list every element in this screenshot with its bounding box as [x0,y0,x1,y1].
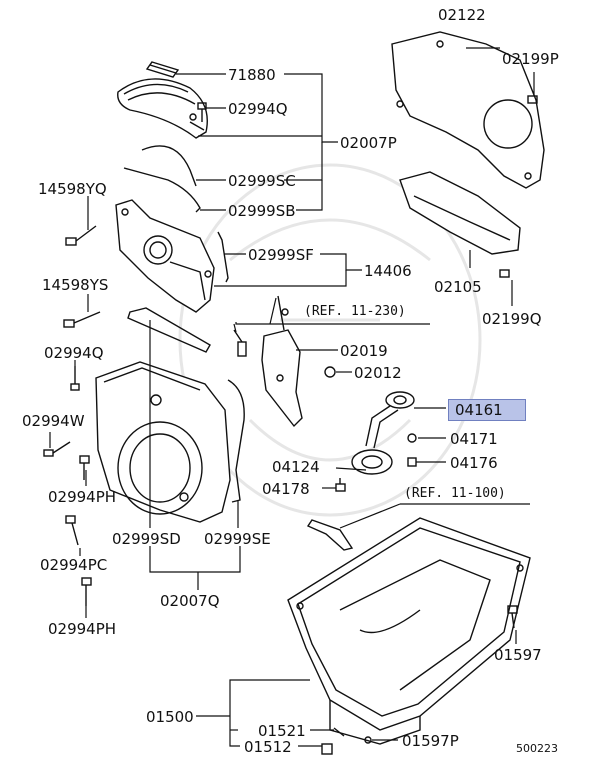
label-01512[interactable]: 01512 [244,738,292,756]
label-02012[interactable]: 02012 [354,364,402,382]
part-04176-nut [407,457,417,467]
label-01597-right[interactable]: 01597 [494,646,542,664]
bolt-01597-right [507,605,518,629]
part-04171-oring [407,433,417,443]
reference-11-230: (REF. 11-230) [304,304,406,319]
bolt-02994ph-mid [79,455,90,480]
part-02019-bracket [261,295,303,428]
label-01521[interactable]: 01521 [258,722,306,740]
label-02994pc[interactable]: 02994PC [40,556,108,574]
part-71880-strip [145,61,180,78]
label-02019[interactable]: 02019 [340,342,388,360]
bolt-02199p [527,95,538,104]
part-01500-oil-pan [287,517,531,745]
label-02999sb[interactable]: 02999SB [228,202,296,220]
label-01500[interactable]: 01500 [146,708,194,726]
label-02994q-top[interactable]: 02994Q [228,100,288,118]
part-lower-timing-cover [95,361,231,523]
diagram-code: 500223 [516,742,558,755]
bolt-02994w [43,441,71,457]
bolt-02199q [499,269,510,278]
label-02994ph-mid[interactable]: 02994PH [48,488,117,506]
part-04161-gasket [385,391,415,409]
label-14598yq[interactable]: 14598YQ [38,180,107,198]
label-04161-highlighted[interactable]: 04161 [448,399,526,421]
label-02199p[interactable]: 02199P [502,50,559,68]
part-sealant-tube [306,519,354,551]
seal-02999sf [217,231,229,283]
label-04171[interactable]: 04171 [450,430,498,448]
part-02012-nut [324,366,336,378]
bolt-14598ys [63,311,101,328]
label-02199q[interactable]: 02199Q [482,310,542,328]
label-02999sc[interactable]: 02999SC [228,172,296,190]
label-02994w[interactable]: 02994W [22,412,85,430]
label-04176[interactable]: 04176 [450,454,498,472]
label-02999sd[interactable]: 02999SD [112,530,181,548]
leader-lines [49,47,535,747]
part-04124-strainer [351,405,399,475]
part-02019-pin [233,329,247,357]
label-14406[interactable]: 14406 [364,262,412,280]
label-71880[interactable]: 71880 [228,66,276,84]
label-14598ys[interactable]: 14598YS [42,276,109,294]
label-02994ph-low[interactable]: 02994PH [48,620,117,638]
label-04178[interactable]: 04178 [262,480,310,498]
bolt-01597p [364,736,372,744]
bolt-02994pc [65,515,79,546]
bolt-02994q-left [70,366,80,391]
part-middle-timing-cover [115,199,215,313]
bolt-02994ph-low [81,577,92,606]
part-upper-timing-cover [117,78,208,139]
part-01521-pin [333,727,345,737]
bolt-14598yq [65,225,97,246]
part-02105-cover [399,171,521,255]
label-02105[interactable]: 02105 [434,278,482,296]
part-01512-drain-plug [321,743,333,755]
bolt-04178 [335,478,346,492]
label-01597p[interactable]: 01597P [402,732,459,750]
label-02122[interactable]: 02122 [438,6,486,24]
label-02999se[interactable]: 02999SE [204,530,271,548]
reference-11-100: (REF. 11-100) [404,486,506,501]
seal-02999sb [123,167,201,213]
seal-02999sc [141,145,197,187]
label-02007p[interactable]: 02007P [340,134,397,152]
seal-02999se [227,379,245,503]
label-02994q-left[interactable]: 02994Q [44,344,104,362]
label-02999sf[interactable]: 02999SF [248,246,314,264]
bolt-02994q-top [197,102,207,122]
label-04124[interactable]: 04124 [272,458,320,476]
seal-02999sd [127,307,211,353]
label-02007q[interactable]: 02007Q [160,592,220,610]
part-02122-plate [391,31,545,189]
